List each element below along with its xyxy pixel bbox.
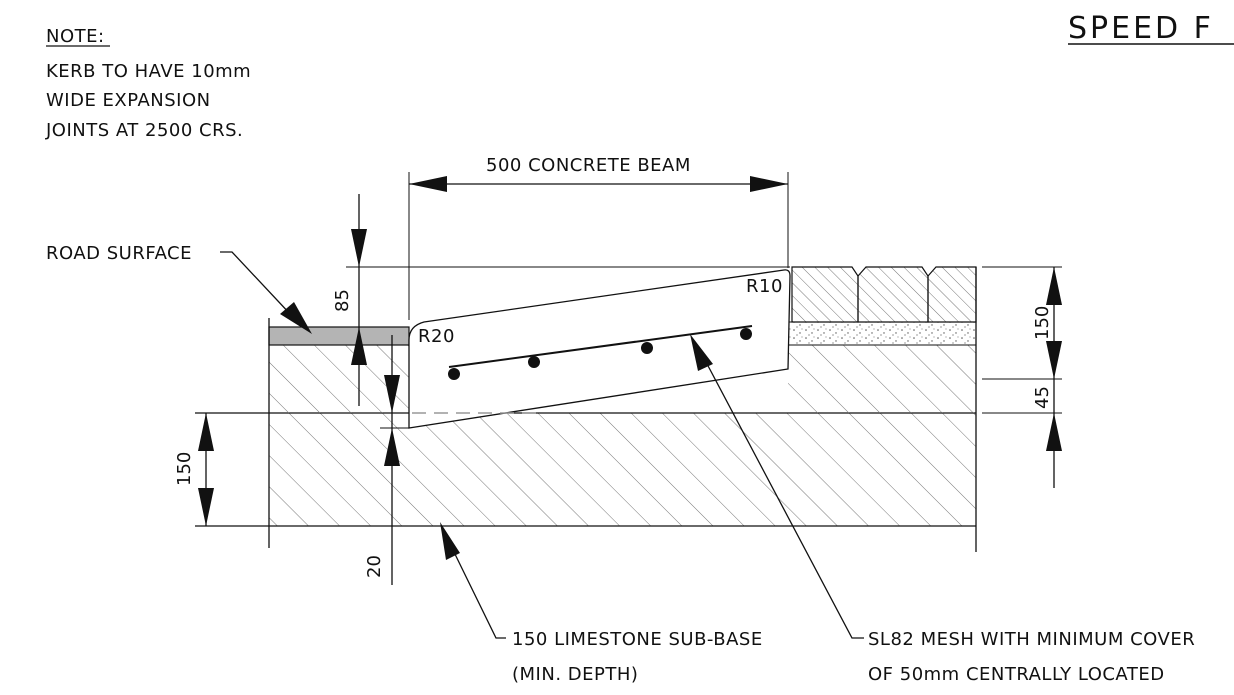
paver-block-3 [927,266,977,323]
note-line-2: WIDE EXPANSION [46,90,211,111]
mesh-label-line-2: OF 50mm CENTRALLY LOCATED [868,664,1165,685]
sub-base-fill [269,413,976,526]
sub-base-arrow [440,522,460,560]
mesh-bar-3 [641,342,653,354]
concrete-beam [408,269,791,429]
mesh-arrow [690,334,713,371]
beam-dim-arrow-right [750,176,788,192]
drawing-title: SPEED F [1068,11,1214,46]
radius-left-label: R20 [418,326,455,347]
mesh-label-line-1: SL82 MESH WITH MINIMUM COVER [868,629,1195,650]
bedding-sand-layer [787,321,977,346]
embed-dimension-label: 20 [364,555,385,578]
sub-base-label-line-2: (MIN. DEPTH) [512,664,638,685]
mesh-bar-4 [740,328,752,340]
paving-dimension-label: 150 [1032,306,1053,340]
note-heading: NOTE: [46,26,105,47]
road-surface-layer [268,326,410,346]
paver-block-2 [857,266,929,323]
beam-dim-arrow-left [409,176,447,192]
bedding-dimension-label: 45 [1032,386,1053,409]
paving-base-fill [788,345,976,413]
paver-block-1 [791,266,859,323]
note-line-3: JOINTS AT 2500 CRS. [45,120,243,141]
road-surface-arrow [280,302,312,334]
sub-base-label-line-1: 150 LIMESTONE SUB-BASE [512,629,763,650]
mesh-line [448,325,753,368]
mesh-bar-2 [528,356,540,368]
mesh-bar-1 [448,368,460,380]
rise-dimension-label: 85 [332,289,353,312]
note-line-1: KERB TO HAVE 10mm [46,61,251,82]
sub-base-dimension-label: 150 [174,452,195,486]
road-surface-label: ROAD SURFACE [46,243,192,264]
radius-right-label: R10 [746,276,783,297]
beam-width-label: 500 CONCRETE BEAM [486,155,691,176]
